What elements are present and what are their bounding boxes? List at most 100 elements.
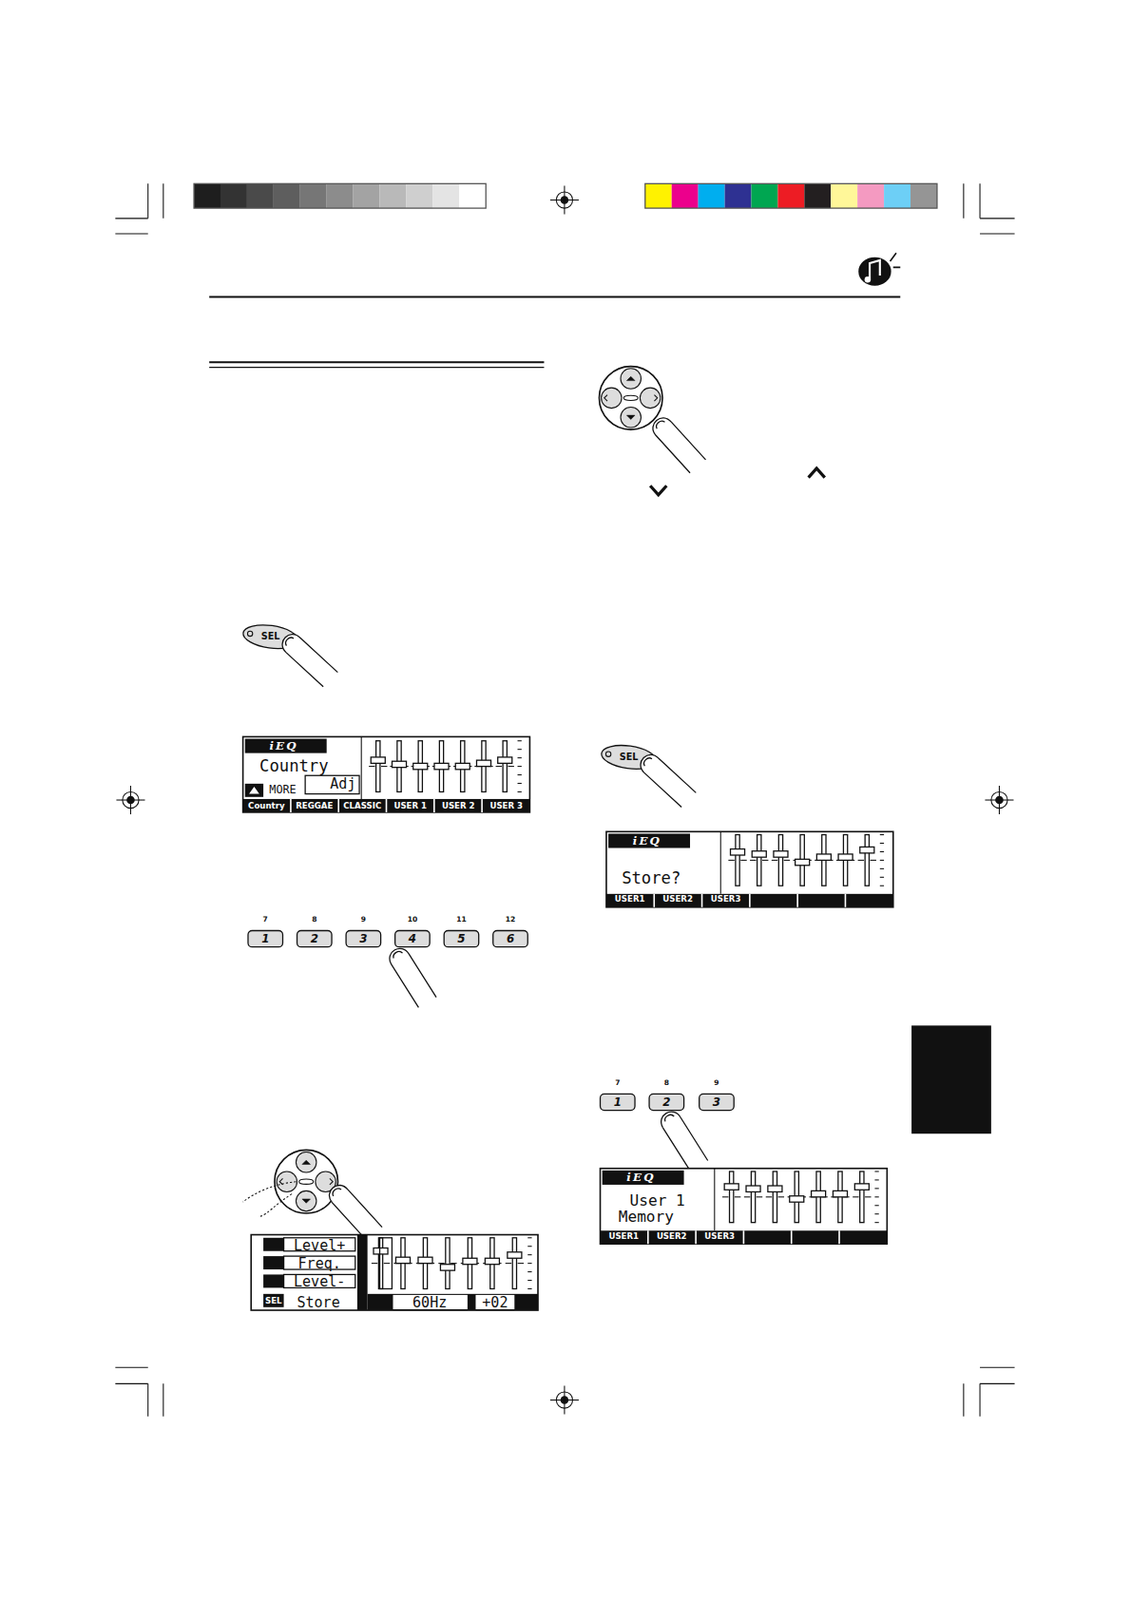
eq-slider: [778, 835, 783, 887]
eq-knob: [391, 761, 406, 767]
eq-scale: [874, 1205, 879, 1207]
lcd-bar-sep: [701, 894, 704, 908]
eq-knob: [498, 757, 513, 764]
key-label: 9: [361, 917, 366, 925]
grey-swatch: [193, 183, 221, 209]
button-number: 3: [712, 1096, 721, 1109]
eq-scale: [517, 783, 522, 785]
grey-swatch: [380, 183, 407, 209]
crop-mark: [162, 183, 164, 219]
up-icon: [249, 786, 260, 795]
color-swatch: [750, 183, 778, 209]
side-key-mark: [604, 395, 658, 402]
key-label: SEL: [619, 752, 639, 763]
color-swatch: [671, 183, 699, 209]
eq-mark: [744, 1196, 750, 1198]
eq-mark: [852, 1196, 859, 1198]
selected-band: [380, 1238, 393, 1290]
lcd-bar-sep: [694, 1230, 697, 1245]
value-box: [392, 1295, 467, 1310]
eq-knob: [484, 1258, 499, 1265]
sound-icon: [864, 276, 871, 283]
grey-swatch: [247, 183, 274, 209]
eq-knob: [476, 760, 491, 767]
number-button: [345, 930, 382, 947]
eq-knob: [789, 1196, 805, 1203]
eq-slider: [445, 1238, 450, 1290]
eq-mark: [368, 766, 375, 767]
number-button: [699, 1093, 735, 1111]
up-chevron: [808, 468, 825, 479]
eq-mark: [740, 860, 747, 862]
button-number: 2: [310, 933, 319, 945]
crop-mark: [962, 1383, 964, 1417]
color-swatch: [777, 183, 805, 209]
eq-scale: [874, 1188, 879, 1189]
number-button: [649, 1093, 685, 1111]
up-key-mark: [302, 1160, 311, 1165]
lcd-bar-text: SEL: [265, 1297, 283, 1306]
lcd-text: +02: [481, 1295, 508, 1310]
eq-knob: [370, 757, 385, 764]
grey-swatch: [353, 183, 381, 209]
lcd-bar: [600, 1230, 888, 1245]
eq-scale: [880, 868, 884, 870]
eq-mark: [734, 1196, 741, 1198]
eq-mark: [766, 1196, 772, 1198]
lcd-bar-sep: [838, 1230, 841, 1245]
down-key-mark: [302, 1199, 311, 1204]
eq-mark: [381, 766, 387, 767]
eq-knob: [860, 846, 875, 853]
eq-slider: [860, 1171, 864, 1224]
lcd-logo: [602, 1170, 685, 1186]
sound-icon: [858, 257, 891, 287]
pad-center: [623, 395, 638, 401]
crop-mark: [147, 1383, 149, 1417]
eq-knob: [373, 1248, 388, 1255]
key-label: 8: [311, 917, 317, 925]
crop-mark: [979, 1367, 1016, 1369]
grey-swatch: [459, 183, 486, 209]
section-tab: [911, 1025, 992, 1134]
sound-icon: [869, 260, 881, 280]
eq-scale: [874, 1179, 879, 1181]
eq-mark: [864, 1196, 871, 1198]
indicator: [247, 631, 252, 636]
adj-frame: [305, 775, 360, 794]
lcd-bar-sep: [480, 799, 483, 813]
lcd-bar-text: USER2: [656, 1232, 688, 1242]
key-icon: [263, 1238, 284, 1252]
lcd-bar-text: USER 2: [441, 802, 476, 811]
crop-mark: [979, 217, 1016, 219]
eq-knob: [440, 1265, 455, 1271]
lcd-logo-text: iEQ: [268, 740, 298, 752]
crop-mark: [115, 217, 148, 219]
icon-box: [245, 784, 264, 798]
lcd-bar-text: REGGAE: [295, 802, 333, 811]
finger: [278, 629, 339, 690]
eq-mark: [450, 1263, 457, 1265]
finger: [278, 629, 339, 690]
grey-swatch: [405, 183, 433, 209]
control-pad: [274, 1150, 339, 1214]
down-chevron: [650, 485, 667, 496]
lcd-bar-sep: [289, 799, 292, 813]
eq-scale: [527, 1288, 532, 1290]
eq-mark: [870, 860, 877, 862]
lcd-logo: [608, 833, 691, 848]
registration-mark: [998, 785, 1000, 815]
section-rule: [209, 361, 544, 364]
crop-mark: [979, 232, 1016, 234]
color-swatch: [725, 183, 752, 209]
eq-slider: [376, 741, 381, 793]
indicator: [605, 751, 611, 757]
eq-scale: [517, 774, 522, 776]
lcd-divider: [720, 831, 722, 895]
eq-knob: [507, 1252, 522, 1259]
key-icon: [263, 1256, 284, 1270]
finger: [385, 943, 437, 1009]
crop-mark: [962, 183, 964, 219]
eq-scale: [527, 1246, 532, 1247]
eq-mark: [371, 1263, 378, 1265]
eq-scale: [517, 748, 522, 750]
